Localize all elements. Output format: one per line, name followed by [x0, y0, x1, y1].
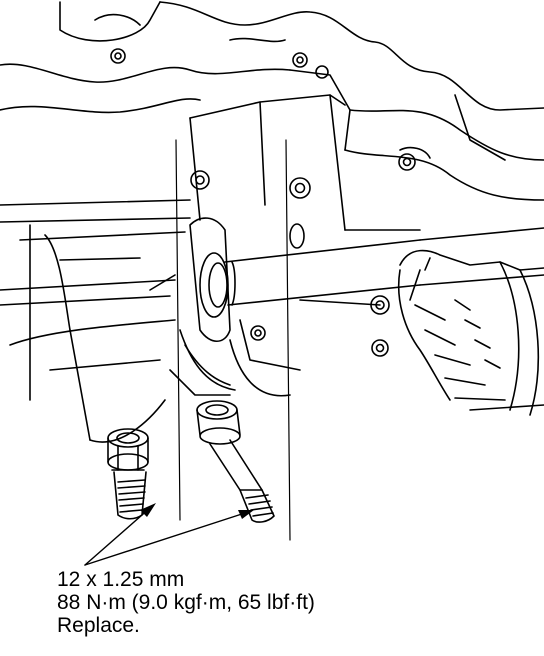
- bolt-spec-callout: 12 x 1.25 mm 88 N·m (9.0 kgf·m, 65 lbf·f…: [57, 568, 315, 637]
- flange-joint: [169, 217, 236, 396]
- bolt-size-label: 12 x 1.25 mm: [57, 568, 185, 591]
- left-support-bar: [0, 199, 191, 443]
- alignment-guide-lines: [175, 139, 291, 541]
- torque-spec-label: 88 N·m (9.0 kgf·m, 65 lbf·ft): [57, 591, 315, 614]
- cv-boot: [397, 249, 544, 416]
- right-bolt: [196, 400, 275, 523]
- transmission-housing: [0, 1, 544, 231]
- driveshaft: [224, 227, 544, 397]
- replace-note-label: Replace.: [57, 614, 140, 637]
- callout-leader-lines: [84, 507, 249, 566]
- left-bolt: [107, 428, 149, 520]
- mounting-bosses: [110, 48, 416, 357]
- callout-arrowheads: [140, 503, 254, 519]
